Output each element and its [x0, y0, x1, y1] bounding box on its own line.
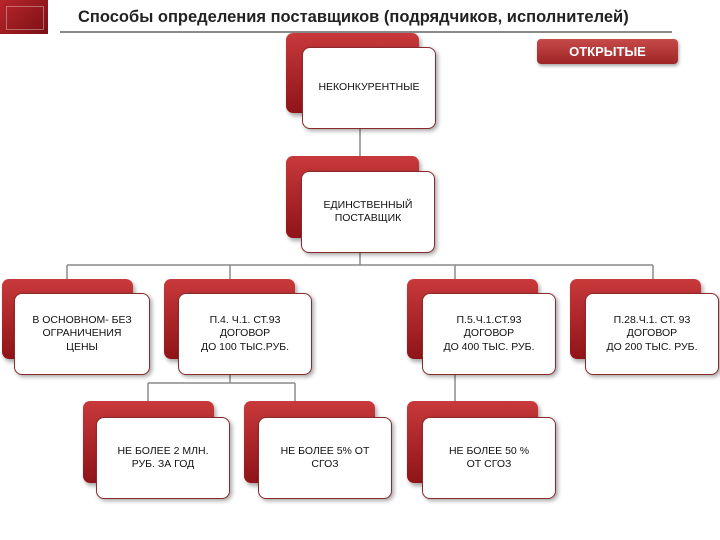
node-limit-5pct-label: НЕ БОЛЕЕ 5% ОТ СГОЗ: [280, 444, 370, 470]
title-underline: [60, 31, 672, 33]
node-noncompetitive-label: НЕКОНКУРЕНТНЫЕ: [318, 81, 420, 94]
node-p28-contract-label: П.28.Ч.1. СТ. 93 ДОГОВОР ДО 200 ТЫС. РУБ…: [606, 314, 698, 353]
open-methods-badge: ОТКРЫТЫЕ: [537, 39, 678, 64]
corner-decoration: [0, 0, 48, 34]
node-limit-2mln-label: НЕ БОЛЕЕ 2 МЛН. РУБ. ЗА ГОД: [117, 444, 209, 470]
node-single-supplier-label: ЕДИНСТВЕННЫЙ ПОСТАВЩИК: [323, 198, 413, 224]
node-limit-50pct-label: НЕ БОЛЕЕ 50 % ОТ СГОЗ: [448, 444, 530, 470]
node-p5-contract-label: П.5.Ч.1.СТ.93 ДОГОВОР ДО 400 ТЫС. РУБ.: [443, 314, 535, 353]
node-no-price-limit-label: В ОСНОВНОМ- БЕЗ ОГРАНИЧЕНИЯ ЦЕНЫ: [32, 314, 132, 353]
page-title: Способы определения поставщиков (подрядч…: [78, 8, 629, 26]
node-p4-contract-label: П.4. Ч.1. СТ.93 ДОГОВОР ДО 100 ТЫС.РУБ.: [200, 314, 290, 353]
